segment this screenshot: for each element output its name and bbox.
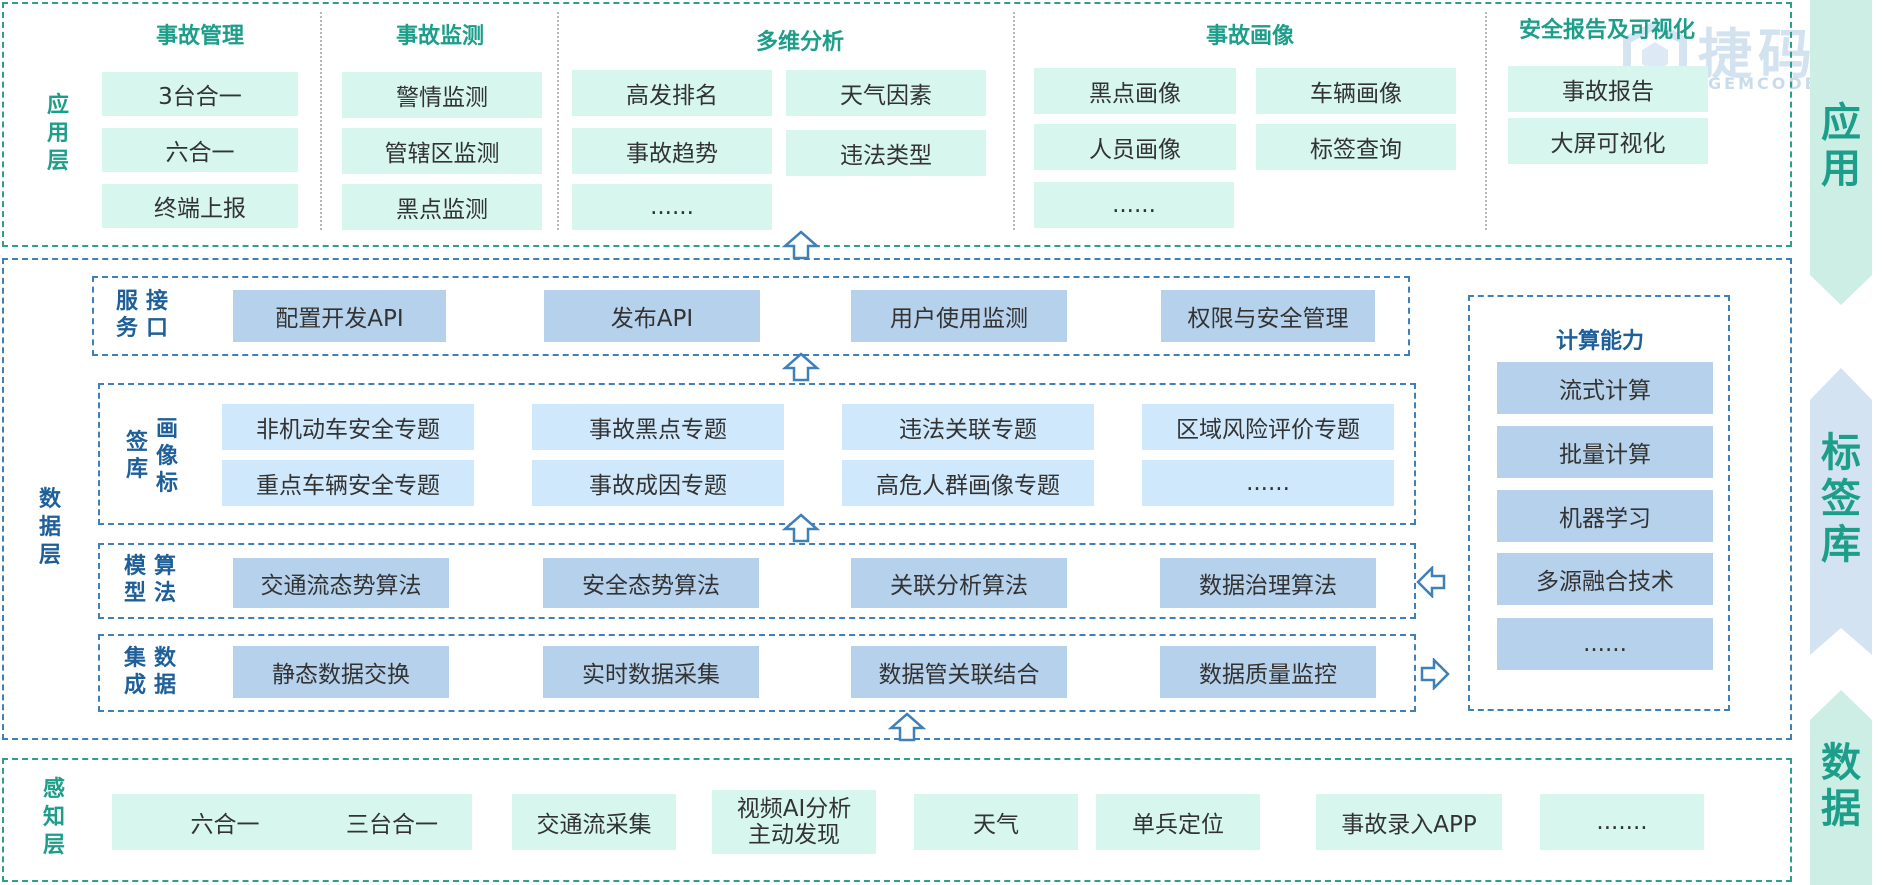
app-item-3in1[interactable]: 3台合一 <box>102 72 298 116</box>
sense-video-ai-line2: 主动发现 <box>748 822 840 848</box>
ribbon-data-label: 数据 <box>1821 740 1861 832</box>
watermark-logo: 捷码 GEMCODER <box>1620 10 1875 93</box>
right-arrow-icon <box>1420 658 1450 690</box>
tag-high-risk-people[interactable]: 高危人群画像专题 <box>842 460 1094 506</box>
service-publish-api[interactable]: 发布API <box>544 290 760 342</box>
model-label: 模 型 算 法 <box>124 554 177 606</box>
column-divider <box>1485 12 1487 230</box>
layer-ribbon <box>1810 0 1872 885</box>
sense-video-ai[interactable]: 视频AI分析 主动发现 <box>712 790 876 854</box>
sense-layer-panel <box>2 758 1792 882</box>
collect-label: 集 成 数 据 <box>124 646 177 698</box>
column-title-accident-management: 事故管理 <box>155 24 244 49</box>
model-panel <box>98 543 1416 619</box>
up-arrow-icon <box>782 230 820 260</box>
watermark-brand-cn: 捷码 <box>1698 23 1818 86</box>
left-arrow-icon <box>1416 566 1446 598</box>
ribbon-data-segment <box>1810 690 1872 885</box>
service-label: 服 务 接 口 <box>116 289 169 341</box>
tag-region-risk[interactable]: 区域风险评价专题 <box>1142 404 1394 450</box>
sense-weather[interactable]: 天气 <box>914 794 1078 850</box>
column-title-accident-portrait: 事故画像 <box>1205 24 1294 49</box>
collect-static-exchange[interactable]: 静态数据交换 <box>233 646 449 698</box>
service-panel <box>92 276 1410 356</box>
compute-machine-learning[interactable]: 机器学习 <box>1497 490 1713 542</box>
sense-traffic-flow[interactable]: 交通流采集 <box>512 794 676 850</box>
model-data-governance[interactable]: 数据治理算法 <box>1160 558 1376 608</box>
compute-title: 计算能力 <box>1555 329 1644 354</box>
watermark-brand-en: GEMCODER <box>1708 74 1834 93</box>
sense-accident-app[interactable]: 事故录入APP <box>1316 794 1502 850</box>
collect-panel <box>98 634 1416 712</box>
tag-violation-link[interactable]: 违法关联专题 <box>842 404 1094 450</box>
app-item-accident-trend[interactable]: 事故趋势 <box>572 128 772 174</box>
collect-link-combine[interactable]: 数据管关联结合 <box>851 646 1067 698</box>
app-item-alarm-monitor[interactable]: 警情监测 <box>342 72 542 118</box>
app-item-accident-report[interactable]: 事故报告 <box>1508 66 1708 112</box>
collect-quality-monitor[interactable]: 数据质量监控 <box>1160 646 1376 698</box>
compute-stream[interactable]: 流式计算 <box>1497 362 1713 414</box>
compute-more[interactable]: ...... <box>1497 618 1713 670</box>
app-item-tag-query[interactable]: 标签查询 <box>1256 124 1456 170</box>
model-safety-situation[interactable]: 安全态势算法 <box>543 558 759 608</box>
ribbon-app-label: 应用 <box>1821 100 1861 192</box>
app-item-terminal-report[interactable]: 终端上报 <box>102 184 298 228</box>
service-permission-security[interactable]: 权限与安全管理 <box>1161 290 1375 342</box>
data-layer-label: 数据层 <box>38 487 61 568</box>
app-item-big-screen[interactable]: 大屏可视化 <box>1508 118 1708 164</box>
app-item-blackspot-monitor[interactable]: 黑点监测 <box>342 184 542 230</box>
tag-library-label: 画 像 标 签 库 <box>126 417 179 496</box>
compute-batch[interactable]: 批量计算 <box>1497 426 1713 478</box>
column-title-safety-report: 安全报告及可视化 <box>1518 18 1695 43</box>
tag-accident-blackspot[interactable]: 事故黑点专题 <box>532 404 784 450</box>
compute-panel <box>1468 295 1730 711</box>
app-item-weather-factor[interactable]: 天气因素 <box>786 70 986 116</box>
sense-layer-label: 感知层 <box>42 777 65 858</box>
app-item-person-portrait[interactable]: 人员画像 <box>1034 124 1236 170</box>
model-traffic-flow[interactable]: 交通流态势算法 <box>233 558 449 608</box>
up-arrow-icon <box>782 513 820 543</box>
column-title-multi-analysis: 多维分析 <box>755 30 844 55</box>
ribbon-tag-label: 标签库 <box>1821 430 1861 568</box>
ribbon-app-segment <box>1810 0 1872 305</box>
tag-key-vehicle-safety[interactable]: 重点车辆安全专题 <box>222 460 474 506</box>
service-config-api[interactable]: 配置开发API <box>233 290 446 342</box>
column-divider <box>557 12 559 230</box>
up-arrow-icon <box>888 712 926 742</box>
app-item-more[interactable]: ...... <box>1034 182 1234 228</box>
data-layer-panel <box>2 258 1792 740</box>
ribbon-tag-segment <box>1810 368 1872 655</box>
collect-realtime[interactable]: 实时数据采集 <box>543 646 759 698</box>
app-layer-label: 应用层 <box>46 93 69 174</box>
tag-more[interactable]: ...... <box>1142 460 1394 506</box>
tag-nonmotor-safety[interactable]: 非机动车安全专题 <box>222 404 474 450</box>
app-item-district-monitor[interactable]: 管辖区监测 <box>342 128 542 174</box>
app-item-more[interactable]: ...... <box>572 184 772 230</box>
app-item-violation-type[interactable]: 违法类型 <box>786 130 986 176</box>
sense-3in1[interactable]: 三台合一 <box>312 794 472 850</box>
sense-soldier-location[interactable]: 单兵定位 <box>1096 794 1260 850</box>
app-item-vehicle-portrait[interactable]: 车辆画像 <box>1256 68 1456 114</box>
tag-library-panel <box>98 383 1416 525</box>
tag-accident-cause[interactable]: 事故成因专题 <box>532 460 784 506</box>
column-divider <box>320 12 322 230</box>
column-divider <box>1013 12 1015 230</box>
compute-multi-source-fusion[interactable]: 多源融合技术 <box>1497 553 1713 605</box>
app-layer-panel <box>2 2 1792 247</box>
sense-more[interactable]: ....... <box>1540 794 1704 850</box>
app-item-blackspot-portrait[interactable]: 黑点画像 <box>1034 68 1236 114</box>
sense-6in1[interactable]: 六合一 <box>112 794 338 850</box>
column-title-accident-monitoring: 事故监测 <box>395 24 484 49</box>
up-arrow-icon <box>782 352 820 382</box>
app-item-high-rank[interactable]: 高发排名 <box>572 70 772 116</box>
model-correlation[interactable]: 关联分析算法 <box>851 558 1067 608</box>
service-usage-monitor[interactable]: 用户使用监测 <box>851 290 1067 342</box>
app-item-6in1[interactable]: 六合一 <box>102 128 298 172</box>
sense-video-ai-line1: 视频AI分析 <box>736 796 852 822</box>
